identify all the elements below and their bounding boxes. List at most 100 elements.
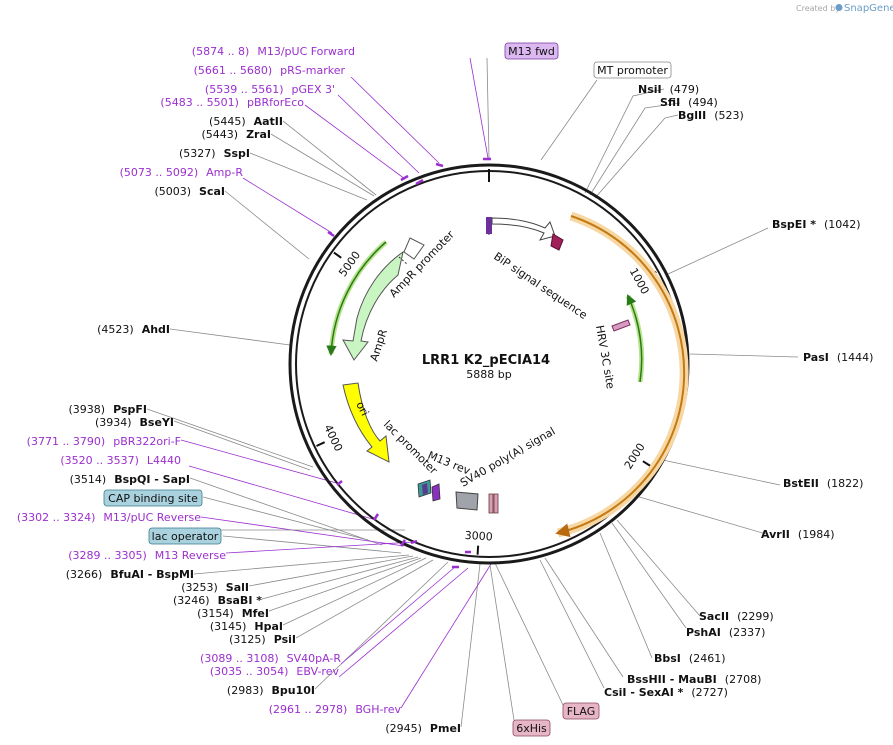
cds-arc	[555, 215, 686, 538]
enzyme-position: (3253)	[181, 581, 218, 594]
enzyme-position: (3154)	[197, 607, 234, 620]
enzyme-label: PasI(1444)	[803, 351, 873, 364]
boxed-label-6xhis-text: 6xHis	[516, 722, 547, 735]
enzyme-label: BseYI (3934)	[95, 416, 174, 429]
primer-label: Amp-R (5073 .. 5092)	[120, 166, 244, 179]
enzyme-label: ZraI(5443)	[202, 128, 272, 141]
primer-position: (5483 .. 5501)	[160, 96, 239, 109]
tick-mark	[333, 251, 342, 259]
primer-position: (3089 .. 3108)	[200, 652, 279, 665]
enzyme-label: NsiI(479)	[638, 83, 699, 96]
enzyme-label: SalI (3253)	[181, 581, 249, 594]
his-tag-mark	[493, 493, 499, 514]
enzyme-position: (4523)	[97, 323, 134, 336]
boxed-label-flag-text: FLAG	[567, 705, 596, 718]
primer-position: (3302 .. 3324)	[17, 511, 96, 524]
enzyme-label: BsaBI * (3246)	[173, 594, 262, 607]
enzyme-label: BspEI *(1042)	[772, 218, 861, 231]
flag-mark	[488, 493, 494, 514]
primer-position: (5073 .. 5092)	[120, 166, 199, 179]
enzyme-name: BstEII	[783, 477, 819, 490]
enzyme-position: (3246)	[173, 594, 210, 607]
primer-position: (5874 .. 8)	[192, 45, 250, 58]
ori-arrow	[342, 382, 390, 463]
ampr-arrow	[342, 250, 404, 361]
boxed-label-m13fwd: M13 fwd	[504, 42, 559, 60]
left-labels: M13/pUC Forward (5874 .. 8) pRS-marker(566…	[17, 45, 461, 735]
enzyme-label: SspI(5327)	[179, 147, 250, 160]
bip-end-marker	[550, 233, 564, 251]
enzyme-position: (479)	[670, 83, 700, 96]
enzyme-position: (5443)	[202, 128, 239, 141]
green-arc-right	[626, 294, 643, 383]
enzyme-name: BsaBI *	[218, 594, 263, 607]
enzyme-position: (3934)	[95, 416, 132, 429]
enzyme-label: BspQI - SapI (3514)	[70, 473, 190, 486]
boxed-label-m13fwd-bg	[504, 42, 559, 60]
enzyme-label: PspFI(3938)	[69, 403, 147, 416]
enzyme-name: BssHII - MauBI	[627, 673, 717, 686]
primer-position: (3035 .. 3054)	[210, 665, 289, 678]
primer-name: M13/pUC Forward	[257, 45, 355, 58]
enzyme-name: BspEI *	[772, 218, 816, 231]
primer-name: Amp-R	[206, 166, 243, 179]
primer-label: M13 Reverse(3289 .. 3305)	[68, 549, 226, 562]
enzyme-position: (5003)	[154, 185, 191, 198]
primer-name: BGH-rev	[355, 703, 401, 716]
enzyme-position: (3145)	[210, 620, 247, 633]
map-length: 5888 bp	[466, 368, 511, 381]
enzyme-label: CsiI - SexAI *(2727)	[604, 686, 728, 699]
enzyme-label: PshAI(2337)	[686, 626, 765, 639]
enzyme-position: (2983)	[227, 684, 264, 697]
bip-signal-arrow	[491, 217, 556, 241]
leader-lines	[146, 79, 799, 728]
enzyme-label: AvrII (1984)	[761, 528, 834, 541]
primer-label: pRS-marker(5661 .. 5680)	[194, 64, 346, 77]
enzyme-position: (3125)	[229, 633, 266, 646]
primer-name: EBV-rev	[296, 665, 339, 678]
tick-mark	[476, 545, 480, 555]
enzyme-name: SfiI	[660, 96, 680, 109]
primer-name: pBRforEco	[247, 96, 304, 109]
enzyme-label: HpaI (3145)	[210, 620, 283, 633]
enzyme-position: (2337)	[729, 626, 766, 639]
enzyme-position: (1984)	[798, 528, 835, 541]
tick-label: 3000	[464, 529, 493, 544]
enzyme-label: Bpu10I (2983)	[227, 684, 315, 697]
enzyme-name: BspQI - SapI	[114, 473, 190, 486]
credit-text: Created by	[796, 4, 840, 13]
right-labels: NsiI(479)SfiI (494)BglII(523) BspEI *(1042…	[604, 83, 873, 699]
sv40-polya-box	[455, 491, 479, 511]
tick-label: 4000	[321, 423, 345, 454]
enzyme-label: BssHII - MauBI(2708)	[627, 673, 761, 686]
enzyme-name: AvrII	[761, 528, 790, 541]
enzyme-label: SfiI (494)	[660, 96, 718, 109]
enzyme-position: (494)	[688, 96, 718, 109]
cds-arc-halo	[556, 211, 689, 538]
feature-label-ampr: AmpR	[367, 327, 390, 363]
enzyme-position: (5445)	[209, 115, 246, 128]
m13fwd-feature-mark	[486, 217, 492, 234]
enzyme-position: (3266)	[66, 568, 103, 581]
tick-mark	[642, 460, 652, 467]
boxed-label-flag: FLAG	[562, 702, 600, 720]
enzyme-name: PasI	[803, 351, 829, 364]
enzyme-position: (2727)	[691, 686, 728, 699]
boxed-label-lac-operator: lac operator	[148, 527, 222, 545]
enzyme-name: BfuAI - BspMI	[110, 568, 194, 581]
enzyme-name: SalI	[226, 581, 249, 594]
enzyme-label: BglII(523)	[678, 109, 744, 122]
primer-marks	[327, 157, 491, 569]
boxed-label-cap-text: CAP binding site	[108, 492, 198, 505]
enzyme-name: Bpu10I	[272, 684, 316, 697]
enzyme-position: (3514)	[70, 473, 107, 486]
enzyme-name: MfeI	[242, 607, 269, 620]
boxed-label-m13fwd-text: M13 fwd	[508, 45, 555, 58]
enzyme-name: BseYI	[140, 416, 174, 429]
enzyme-name: HpaI	[254, 620, 283, 633]
enzyme-label: MfeI (3154)	[197, 607, 269, 620]
primer-name: pBR322ori-F	[113, 435, 181, 448]
enzyme-label: SacII(2299)	[699, 610, 774, 623]
primer-label: pBRforEco (5483 .. 5501)	[160, 96, 304, 109]
enzyme-name: PmeI	[430, 722, 461, 735]
